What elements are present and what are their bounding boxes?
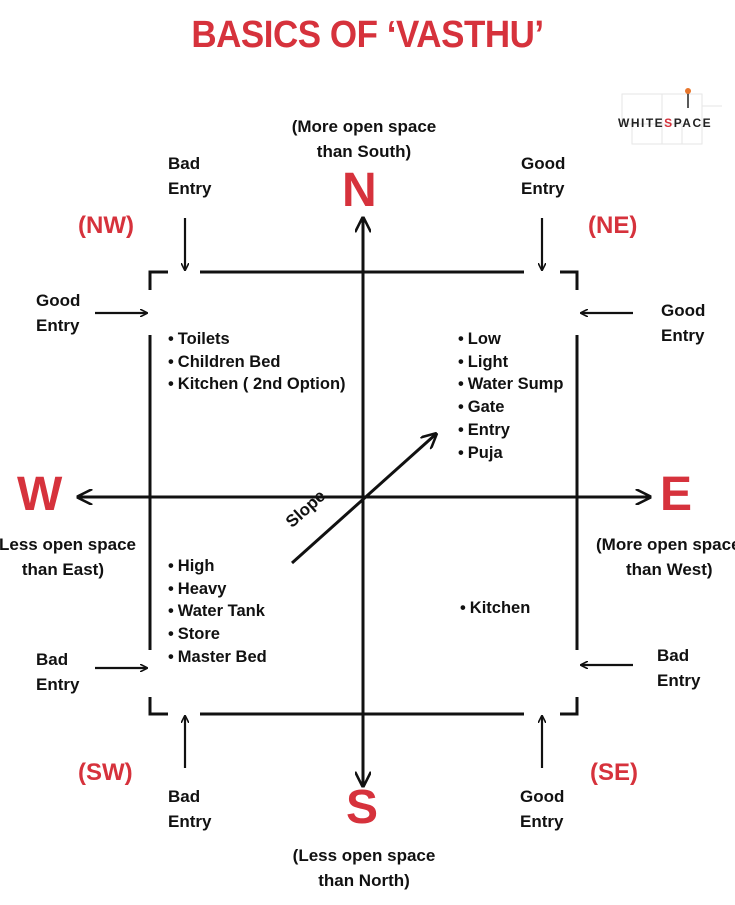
list-item: High	[168, 555, 267, 578]
quadrant-list-se: Kitchen	[460, 597, 531, 620]
page-title: BASICS OF ‘VASTHU’	[191, 14, 544, 56]
entry-label-line: Bad	[657, 646, 690, 665]
list-item: Entry	[458, 419, 563, 442]
slope-arrow	[290, 434, 436, 565]
east-note: (More open space than West)	[596, 532, 735, 582]
west-note: (Less open space than East)	[0, 532, 136, 582]
entry-label-ne-top: Good Entry	[521, 151, 565, 201]
list-item: Toilets	[168, 328, 346, 351]
list-item: Kitchen ( 2nd Option)	[168, 373, 346, 396]
quadrant-list-nw: Toilets Children Bed Kitchen ( 2nd Optio…	[168, 328, 346, 396]
north-note: (More open space than South)	[264, 114, 464, 164]
entry-label-nw-top: Bad Entry	[168, 151, 211, 201]
corner-nw: (NW)	[78, 212, 134, 239]
note-line: than East)	[21, 560, 104, 579]
entry-label-sw-bottom: Bad Entry	[168, 784, 211, 834]
entry-label-line: Entry	[521, 179, 565, 198]
entry-label-line: Good	[521, 154, 566, 173]
house-frame	[148, 270, 579, 716]
entry-label-line: Entry	[657, 671, 701, 690]
whitespace-logo: WHITESPACE	[612, 86, 730, 156]
note-line: (More open space	[596, 535, 735, 554]
frame-corner-ne	[560, 270, 579, 290]
frame-corner-sw	[148, 697, 168, 716]
list-item: Low	[458, 328, 563, 351]
north-label: N	[342, 164, 377, 217]
entry-label-ne-side: Good Entry	[661, 298, 705, 348]
west-label: W	[17, 468, 63, 521]
entry-label-line: Bad	[168, 154, 201, 173]
note-line: (More open space	[291, 117, 437, 136]
note-line: than West)	[626, 560, 713, 579]
list-item: Store	[168, 623, 267, 646]
south-label: S	[346, 781, 379, 834]
list-item: Puja	[458, 442, 563, 465]
logo-text-part: WHITE	[618, 116, 665, 130]
list-item: Water Sump	[458, 373, 564, 396]
logo-text: WHITESPACE	[618, 116, 712, 130]
corner-sw: (SW)	[78, 759, 133, 786]
entry-label-line: Entry	[168, 179, 212, 198]
list-item: Master Bed	[168, 646, 267, 669]
note-line: than South)	[316, 142, 412, 161]
entry-label-line: Bad	[168, 787, 201, 806]
list-item: Kitchen	[460, 597, 531, 620]
logo-text-part: PACE	[673, 116, 713, 130]
entry-label-sw-side: Bad Entry	[36, 647, 79, 697]
logo-text-accent: S	[664, 116, 674, 130]
entry-label-line: Entry	[520, 812, 564, 831]
entry-label-line: Entry	[36, 316, 80, 335]
entry-label-se-side: Bad Entry	[657, 643, 700, 693]
list-item: Heavy	[168, 578, 267, 601]
entry-label-line: Bad	[36, 650, 69, 669]
entry-label-line: Entry	[168, 812, 212, 831]
list-item: Water Tank	[168, 600, 267, 623]
entry-label-nw-side: Good Entry	[36, 288, 80, 338]
note-line: (Less open space	[0, 535, 136, 554]
south-note: (Less open space than North)	[264, 843, 464, 893]
entry-label-line: Good	[36, 291, 81, 310]
corner-se: (SE)	[590, 759, 638, 786]
entry-label-line: Good	[520, 787, 565, 806]
entry-label-line: Good	[661, 301, 706, 320]
list-item: Children Bed	[168, 351, 346, 374]
entry-label-line: Entry	[661, 326, 705, 345]
frame-corner-se	[560, 697, 579, 716]
list-item: Light	[458, 351, 563, 374]
list-item: Gate	[458, 396, 563, 419]
corner-ne: (NE)	[588, 212, 638, 239]
note-line: than North)	[318, 871, 410, 890]
entry-label-se-bottom: Good Entry	[520, 784, 564, 834]
east-label: E	[660, 468, 693, 521]
floorplan-logo-icon	[621, 88, 722, 145]
quadrant-list-sw: High Heavy Water Tank Store Master Bed	[168, 555, 267, 669]
entry-label-line: Entry	[36, 675, 80, 694]
note-line: (Less open space	[292, 846, 436, 865]
quadrant-list-ne: Low Light Water Sump Gate Entry Puja	[458, 328, 564, 465]
frame-corner-nw	[148, 270, 168, 290]
